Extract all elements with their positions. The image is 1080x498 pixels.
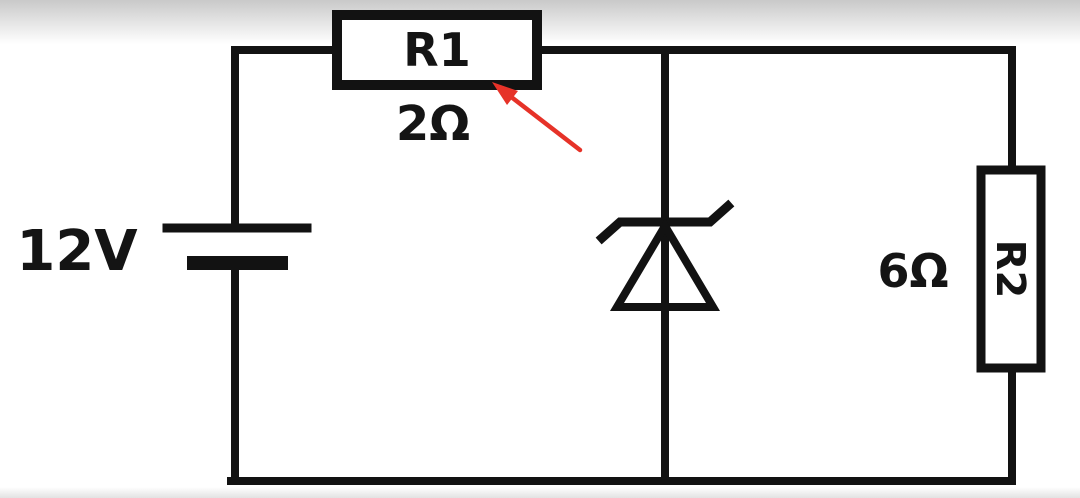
source-voltage-label: 12V <box>16 219 138 284</box>
bottom-gradient-band <box>0 487 1080 498</box>
resistor-r1-value-label: 2Ω <box>396 96 470 152</box>
battery-symbol <box>162 223 312 270</box>
annotation-arrow-shaft <box>507 93 583 153</box>
zener-anode-triangle <box>609 218 721 311</box>
zener-diode-symbol <box>595 199 735 311</box>
resistor-r1-box <box>332 10 542 90</box>
annotation-arrow-icon <box>492 82 583 153</box>
resistor-r2-value-label: 6Ω <box>877 244 948 298</box>
annotation-arrow-head <box>492 82 518 105</box>
resistor-r1-name-label: R1 <box>403 23 470 77</box>
resistor-r2-box <box>976 165 1046 373</box>
resistor-r2-name-label: R2 <box>987 240 1033 299</box>
resistor-r1-symbol: R1 <box>332 10 542 90</box>
resistor-r2-symbol: R2 <box>976 165 1046 373</box>
